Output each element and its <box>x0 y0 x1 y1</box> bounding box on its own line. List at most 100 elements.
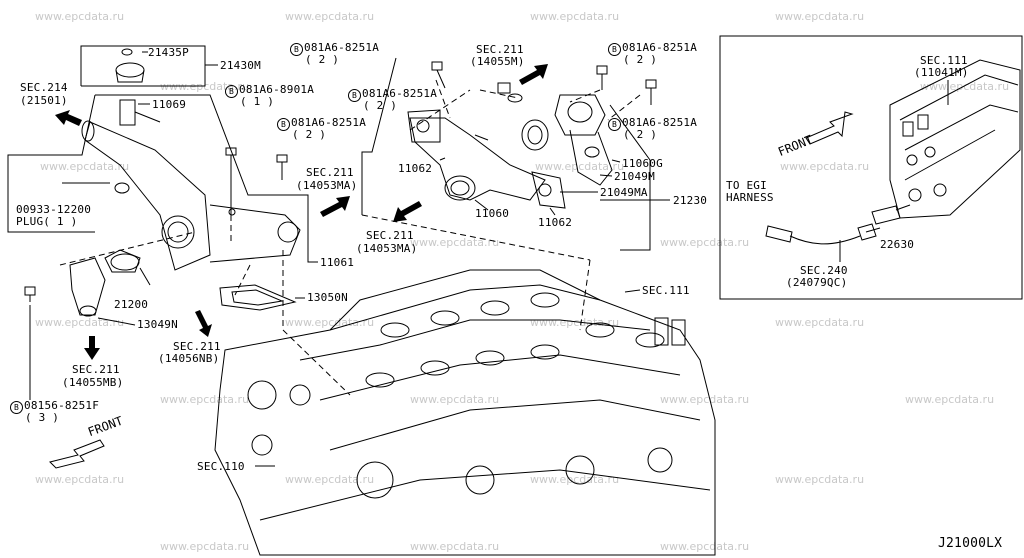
part-code: 081A6-8251A <box>622 116 698 129</box>
bolt-badge-icon: B <box>608 43 621 56</box>
direction-arrows <box>55 64 548 360</box>
part-13049N-label: 13049N <box>137 318 178 331</box>
water-pipe-center-icon <box>409 117 546 201</box>
thermostat-icon <box>104 249 141 273</box>
bolt-qty-label: ( 2 ) <box>363 99 398 112</box>
watermark: www.epcdata.ru <box>905 393 995 406</box>
harness-connector-icon <box>765 223 877 245</box>
watermark: www.epcdata.ru <box>35 473 125 486</box>
bolt-badge-icon: B <box>10 401 23 414</box>
sec240-label: SEC.240 <box>800 264 848 277</box>
watermark: www.epcdata.ru <box>660 540 750 553</box>
watermark: www.epcdata.ru <box>775 473 865 486</box>
watermark: www.epcdata.ru <box>530 10 620 23</box>
sec211-mid-ref-label: (14053MA) <box>296 179 358 192</box>
group-bracket <box>95 94 318 263</box>
watermark: www.epcdata.ru <box>660 393 750 406</box>
part-code: 081A6-8251A <box>362 87 438 100</box>
cylinder-head-icon <box>889 59 1021 219</box>
watermark: www.epcdata.ru <box>35 10 125 23</box>
watermark: www.epcdata.ru <box>535 160 625 173</box>
sec240-ref-label: (24079QC) <box>786 276 848 289</box>
gasket-icon <box>407 109 441 143</box>
watermark: www.epcdata.ru <box>775 10 865 23</box>
bolt-badge-icon: B <box>225 85 238 98</box>
harness-label: HARNESS <box>726 191 774 204</box>
sec211-left-ref-label: (14056NB) <box>158 352 220 365</box>
part-21430M-label: 21430M <box>220 59 261 72</box>
sec211-top-label: SEC.211 <box>476 43 524 56</box>
to-egi-label: TO EGI <box>726 179 767 192</box>
group-bracket <box>609 104 651 251</box>
part-code: 081A6-8901A <box>239 83 315 96</box>
part-code: 081A6-8251A <box>622 41 698 54</box>
bolt-qty-label: ( 2 ) <box>623 128 658 141</box>
watermark: www.epcdata.ru <box>530 316 620 329</box>
radiator-cap-icon <box>115 48 145 83</box>
sec211-mid2-label: SEC.211 <box>366 229 414 242</box>
part-11060G-label: 11060G <box>622 157 663 170</box>
watermark: www.epcdata.ru <box>160 393 250 406</box>
engine-block-icon <box>214 269 716 556</box>
part-code: 081A6-8251A <box>304 41 380 54</box>
inset-box <box>719 35 1023 300</box>
sec110-label: SEC.110 <box>197 460 245 473</box>
sec111-label: SEC.111 <box>642 284 690 297</box>
thermostat-center-icon <box>521 119 549 151</box>
bolt-qty-label: ( 2 ) <box>305 53 340 66</box>
watermark: www.epcdata.ru <box>285 10 375 23</box>
sec111-inset-ref-label: (11041M) <box>914 66 969 79</box>
part-code: 081A6-8251A <box>291 116 367 129</box>
plug-icon <box>62 182 130 194</box>
front-arrow-icon <box>49 439 105 469</box>
watermark: www.epcdata.ru <box>775 316 865 329</box>
part-21435P-label: 21435P <box>148 46 189 59</box>
part-11069-label: 11069 <box>152 98 187 111</box>
sec111-inset-label: SEC.111 <box>920 54 968 67</box>
watermark: www.epcdata.ru <box>40 160 130 173</box>
watermark: www.epcdata.ru <box>410 236 500 249</box>
sec211-mid2-ref-label: (14053MA) <box>356 242 418 255</box>
watermark: www.epcdata.ru <box>530 473 620 486</box>
bolt-icon <box>225 147 237 215</box>
gasket-icon <box>531 171 566 209</box>
part-code: 08156-8251F <box>24 399 100 412</box>
part-21230-label: 21230 <box>673 194 708 207</box>
diagram-code: J21000LX <box>938 536 1003 551</box>
bolt-icon <box>596 65 608 90</box>
bolt-icon <box>645 79 657 105</box>
watermark: www.epcdata.ru <box>160 540 250 553</box>
bolt-badge-icon: B <box>608 118 621 131</box>
part-21049MA-label: 21049MA <box>600 186 648 199</box>
sec211-bl-label: SEC.211 <box>72 363 120 376</box>
group-bracket <box>361 57 397 215</box>
sec211-bl-ref-label: (14055MB) <box>62 376 124 389</box>
bolt-badge-icon: B <box>290 43 303 56</box>
bolt-qty-label: ( 2 ) <box>292 128 327 141</box>
part-21200-label: 21200 <box>114 298 149 311</box>
gasket-icon <box>219 284 297 311</box>
sec214-label: SEC.214 <box>20 81 68 94</box>
part-22630-label: 22630 <box>880 238 915 251</box>
bolt-qty-label: ( 1 ) <box>240 95 275 108</box>
sec211-mid-label: SEC.211 <box>306 166 354 179</box>
guide-lines <box>59 79 641 396</box>
watermark: www.epcdata.ru <box>660 236 750 249</box>
bolt-icon <box>497 82 511 94</box>
sec211-top-ref-label: (14055M) <box>470 55 525 68</box>
part-11061-label: 11061 <box>320 256 355 269</box>
o-ring-icon <box>584 146 600 158</box>
plug-text-label: PLUG( 1 ) <box>16 215 78 228</box>
watermark: www.epcdata.ru <box>285 316 375 329</box>
o-ring-icon <box>507 93 523 103</box>
bolt-icon <box>276 154 288 180</box>
bolt-qty-label: ( 2 ) <box>623 53 658 66</box>
part-11062-label: 11062 <box>398 162 433 175</box>
